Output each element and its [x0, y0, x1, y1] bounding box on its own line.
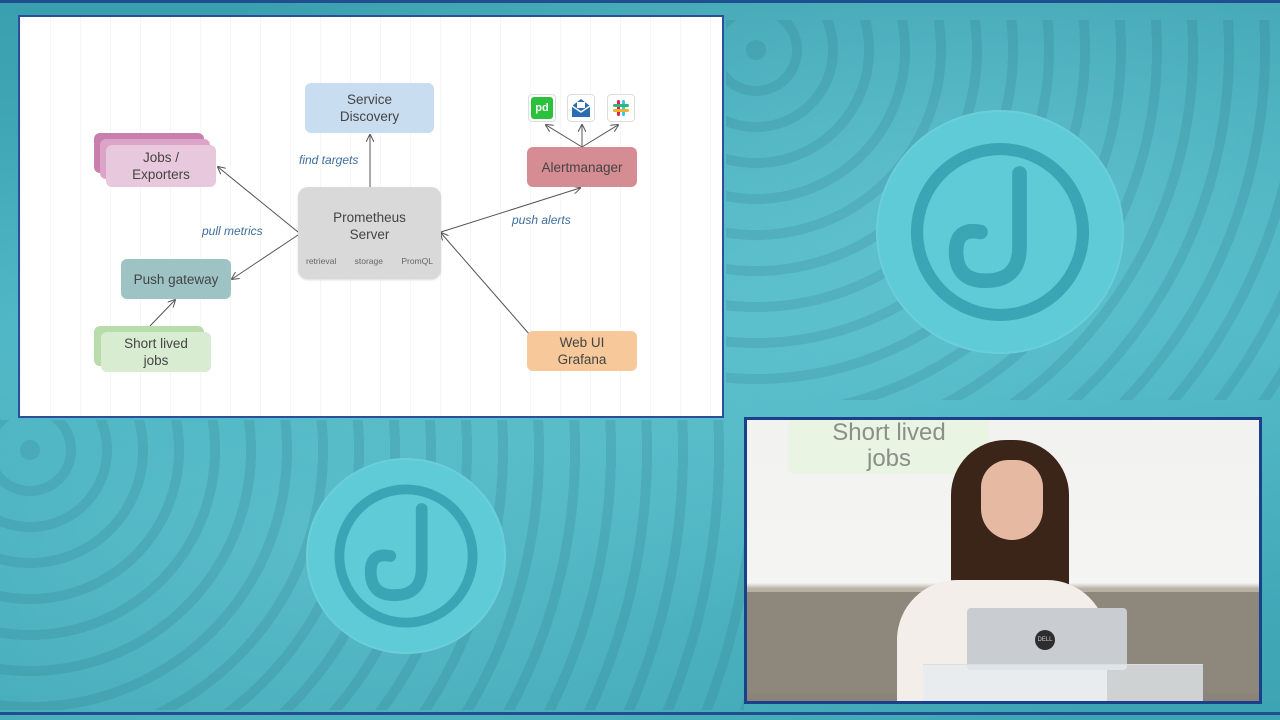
prometheus-part-retrieval: retrieval: [306, 256, 337, 266]
alertmanager-node: Alertmanager: [527, 147, 637, 187]
web-ui-grafana-node: Web UI Grafana: [527, 331, 637, 371]
short-lived-jobs-node: Short lived jobs: [101, 332, 211, 372]
logo-disc-right: [876, 110, 1124, 354]
label-find-targets: find targets: [299, 153, 359, 167]
frame-top-line: [0, 0, 1280, 3]
logo-disc-left: [306, 458, 506, 654]
service-discovery-node: Service Discovery: [305, 83, 434, 133]
label-push-alerts: push alerts: [512, 213, 571, 227]
j-logo-icon: [910, 142, 1090, 322]
j-logo-icon: [334, 484, 478, 628]
architecture-slide: Service Discovery Jobs / Exporters Prome…: [18, 15, 724, 418]
slack-icon: [607, 94, 635, 122]
email-icon: [567, 94, 595, 122]
prometheus-title: Prometheus Server: [333, 210, 406, 242]
laptop-logo: DELL: [1035, 630, 1055, 650]
speaker-video: Short lived jobs DELL: [744, 417, 1262, 704]
prometheus-server-node: Prometheus Server retrieval storage Prom…: [298, 187, 441, 279]
push-gateway-node: Push gateway: [121, 259, 231, 299]
laptop: DELL: [967, 608, 1127, 670]
label-pull-metrics: pull metrics: [202, 224, 263, 238]
projected-screen-text: Short lived jobs: [789, 420, 989, 474]
pagerduty-icon: pd: [528, 94, 556, 122]
prometheus-part-promql: PromQL: [401, 256, 433, 266]
jobs-exporters-node: Jobs / Exporters: [106, 145, 216, 187]
frame-bottom-line: [0, 712, 1280, 715]
speaker-face: [981, 460, 1043, 540]
podium: [923, 664, 1203, 701]
prometheus-part-storage: storage: [354, 256, 383, 266]
